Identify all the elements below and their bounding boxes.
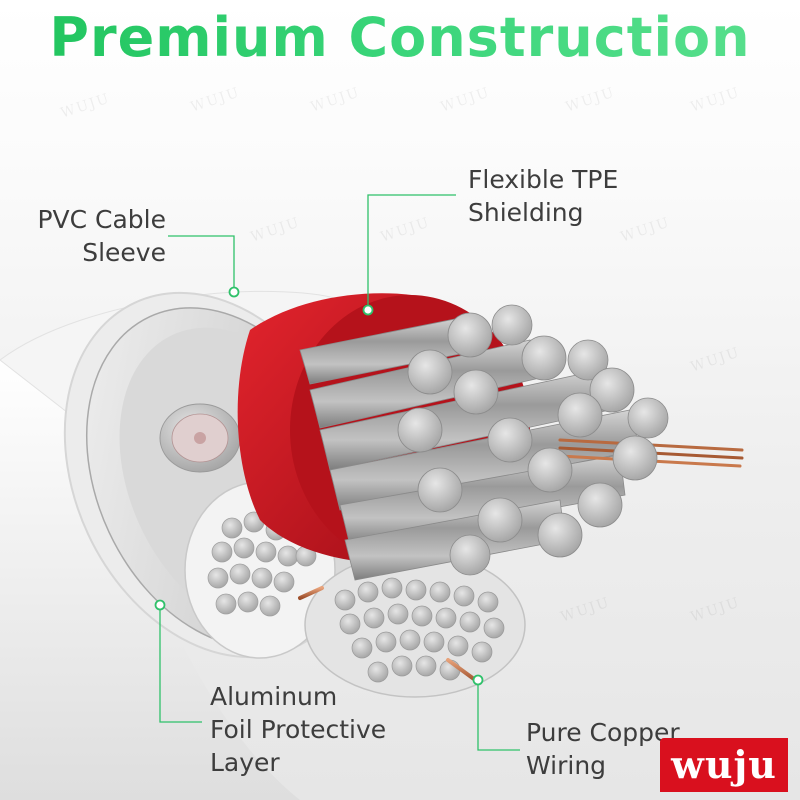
label-pvc-cable-sleeve: PVC Cable Sleeve [37, 205, 166, 267]
callout-line-tpe [367, 194, 456, 310]
callout-dot-copper [472, 674, 484, 686]
ground-wire [159, 403, 241, 473]
callout-dot-tpe [362, 304, 374, 316]
callout-dot-foil [154, 599, 166, 611]
brand-logo-text: wuju [671, 742, 777, 787]
callout-line-foil [159, 605, 202, 723]
label-pure-copper-wiring: Pure Copper Wiring [526, 718, 680, 780]
callout-lines [159, 194, 520, 751]
label-flexible-tpe-shielding: Flexible TPE Shielding [468, 165, 619, 227]
callout-dots [154, 286, 484, 686]
tertiary-conductor-bundle [298, 552, 526, 698]
label-aluminum-foil-layer: Aluminum Foil Protective Layer [210, 682, 387, 777]
page-title: Premium Construction [0, 6, 800, 69]
callout-line-pvc [168, 235, 235, 292]
brand-logo: wuju [660, 738, 788, 792]
callout-line-copper [477, 680, 520, 751]
main-conductor-strands [299, 304, 744, 581]
callout-dot-pvc [228, 286, 240, 298]
